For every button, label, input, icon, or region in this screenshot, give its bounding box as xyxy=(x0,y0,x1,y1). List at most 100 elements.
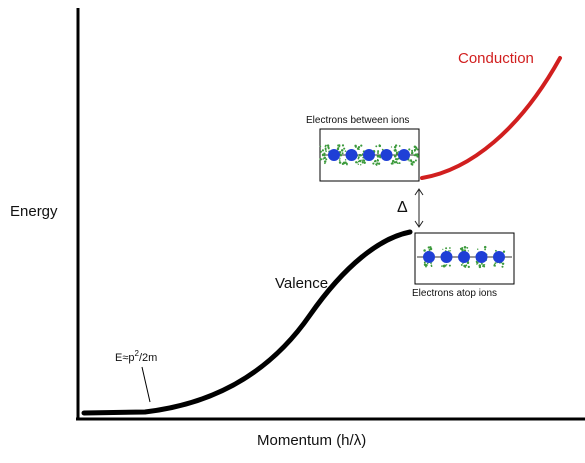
electron-dot xyxy=(339,157,341,159)
electron-dot xyxy=(344,161,347,164)
electron-dot xyxy=(361,161,364,164)
x-axis-label: Momentum (h/λ) xyxy=(257,432,367,449)
electron-dot xyxy=(379,156,382,159)
electron-dot xyxy=(398,162,401,165)
ion xyxy=(423,251,435,263)
electron-dot xyxy=(324,145,327,148)
electron-dot xyxy=(362,160,364,162)
electron-dot xyxy=(483,245,487,249)
electron-dot xyxy=(338,161,342,164)
electron-dot xyxy=(483,265,486,268)
electron-dot xyxy=(361,153,364,155)
electron-dot xyxy=(354,145,357,148)
inset-title-top: Electrons between ions xyxy=(306,115,410,126)
inset-electrons-between-ions xyxy=(319,128,420,182)
electron-dot xyxy=(394,149,397,152)
electron-dot xyxy=(324,162,326,165)
electron-dot xyxy=(390,146,393,148)
electron-dot xyxy=(465,264,468,267)
electron-dot xyxy=(478,264,482,267)
electron-dot xyxy=(413,150,416,152)
electron-dot xyxy=(357,157,360,160)
formula-pointer xyxy=(141,366,151,403)
electron-dot xyxy=(327,147,330,150)
electron-dot xyxy=(411,151,414,155)
electron-dot xyxy=(324,147,327,150)
electron-dot xyxy=(397,162,399,164)
electron-dot xyxy=(484,248,487,251)
electron-dot xyxy=(467,250,469,252)
electron-dot xyxy=(360,164,362,166)
ion xyxy=(458,251,470,263)
electron-dot xyxy=(393,145,397,149)
valence-label: Valence xyxy=(275,275,329,292)
inset-title-bottom: Electrons atop ions xyxy=(412,288,498,299)
electron-dot xyxy=(357,160,360,163)
electron-dot xyxy=(324,148,327,151)
electron-dot xyxy=(394,155,396,158)
ion xyxy=(440,251,453,263)
electron-dot xyxy=(423,249,426,252)
electron-dot xyxy=(448,264,451,267)
electron-dot xyxy=(460,263,463,266)
electron-dot xyxy=(323,153,326,157)
electron-dot xyxy=(363,161,366,165)
electron-dot xyxy=(358,159,362,163)
electron-dot xyxy=(430,262,432,265)
electron-dot xyxy=(483,264,486,266)
ion xyxy=(363,149,375,161)
electron-dot xyxy=(408,148,411,151)
electron-dot xyxy=(325,159,327,161)
electron-dot xyxy=(361,159,363,161)
electron-dot xyxy=(325,150,327,153)
electron-dot xyxy=(356,147,360,150)
electron-dot xyxy=(413,145,417,149)
formula-suffix: /2m xyxy=(138,352,158,364)
electron-dot xyxy=(426,262,429,265)
electron-dot xyxy=(344,159,347,161)
electron-dot xyxy=(476,261,479,265)
electron-dot xyxy=(494,262,497,264)
electron-dot xyxy=(337,144,340,147)
electron-dot xyxy=(449,250,452,252)
conduction-curve xyxy=(420,56,562,180)
ion xyxy=(493,251,505,263)
electron-dot xyxy=(467,265,470,269)
electron-dot xyxy=(410,160,413,163)
electron-dot xyxy=(463,246,467,249)
electron-dot xyxy=(344,150,347,152)
electron-dot xyxy=(372,162,375,165)
ion-row-bottom xyxy=(422,245,506,269)
electron-dot xyxy=(449,247,451,249)
electron-dot xyxy=(502,250,506,253)
electron-dot xyxy=(394,160,398,164)
electron-dot xyxy=(375,163,378,166)
electron-dot xyxy=(338,159,341,161)
electron-dot xyxy=(412,160,415,164)
electron-dot xyxy=(375,145,378,148)
electron-dot xyxy=(464,265,467,268)
ion xyxy=(380,149,393,161)
electron-dot xyxy=(414,159,417,162)
electron-dot xyxy=(357,163,359,165)
electron-dot xyxy=(442,248,444,250)
ion xyxy=(475,251,488,263)
free-electron-formula: E≈p2/2m xyxy=(115,349,157,364)
electron-dot xyxy=(319,145,322,148)
electron-dot xyxy=(359,153,362,157)
electron-dot xyxy=(408,160,410,162)
electron-dot xyxy=(501,265,504,268)
electron-dot xyxy=(326,144,330,147)
electron-dot xyxy=(395,151,398,154)
electron-dot xyxy=(398,145,401,147)
electron-dot xyxy=(322,158,324,160)
formula-exponent: 2 xyxy=(134,349,139,358)
electron-dot xyxy=(445,247,448,250)
electron-dot xyxy=(430,265,433,268)
electron-dot xyxy=(414,154,417,157)
electron-dot xyxy=(357,146,361,149)
electron-dot xyxy=(466,261,470,265)
electron-dot xyxy=(320,150,322,153)
electron-dot xyxy=(395,158,399,161)
